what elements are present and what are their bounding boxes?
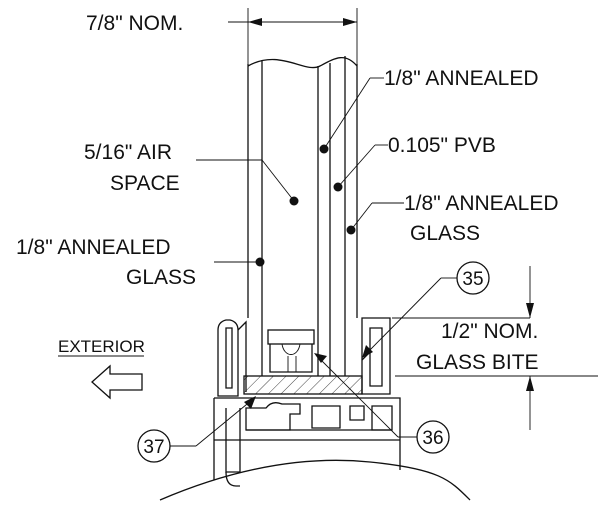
exterior-lite-label-1: 1/8" ANNEALED — [16, 236, 171, 259]
leader-outer-lite: 1/8" ANNEALED — [319, 67, 539, 154]
arrow-left-outline-icon — [91, 364, 143, 400]
glass-bite-dimension: 1/2" NOM. GLASS BITE — [392, 266, 598, 430]
setting-block — [243, 375, 363, 395]
exterior-label: EXTERIOR — [58, 337, 145, 356]
callout-36: 36 — [314, 353, 450, 454]
frame-exterior-stop — [217, 319, 247, 397]
frame-base — [159, 397, 471, 501]
callout-35: 35 — [362, 261, 490, 358]
dimension-arrow-icon — [343, 18, 357, 26]
dimension-arrow-icon — [314, 353, 327, 363]
dimension-arrow-icon — [248, 18, 262, 26]
callout-37: 37 — [137, 396, 256, 463]
nominal-width-dimension: 7/8" NOM. — [86, 8, 358, 66]
callout-36-number: 36 — [422, 428, 443, 449]
callout-35-number: 35 — [462, 269, 483, 290]
leader-air-space: 5/16" AIR SPACE — [84, 141, 299, 206]
interlayer-label: 0.105" PVB — [388, 134, 496, 157]
dimension-arrow-icon — [244, 396, 256, 409]
nominal-width-label: 7/8" NOM. — [86, 12, 183, 35]
frame-interior-stop — [361, 317, 391, 395]
air-space-label-1: 5/16" AIR — [84, 141, 172, 164]
glass-bite-label-2: GLASS BITE — [416, 351, 539, 374]
outer-lite-label: 1/8" ANNEALED — [384, 67, 539, 90]
leader-interlayer: 0.105" PVB — [333, 134, 496, 192]
glass-bite-label-1: 1/2" NOM. — [441, 320, 538, 343]
callout-37-number: 37 — [143, 437, 164, 458]
inner-lite-label-2: GLASS — [410, 222, 480, 245]
air-space-label-2: SPACE — [110, 172, 180, 195]
leader-exterior-lite: 1/8" ANNEALED GLASS — [16, 236, 265, 289]
dimension-arrow-icon — [362, 345, 373, 358]
dimension-arrow-icon — [526, 376, 534, 391]
glass-unit — [247, 56, 358, 376]
exterior-indicator: EXTERIOR — [58, 337, 145, 400]
exterior-lite-label-2: GLASS — [126, 266, 196, 289]
inner-lite-label-1: 1/8" ANNEALED — [404, 192, 559, 215]
dimension-arrow-icon — [526, 303, 534, 318]
leader-inner-lite: 1/8" ANNEALED GLASS — [346, 192, 559, 245]
